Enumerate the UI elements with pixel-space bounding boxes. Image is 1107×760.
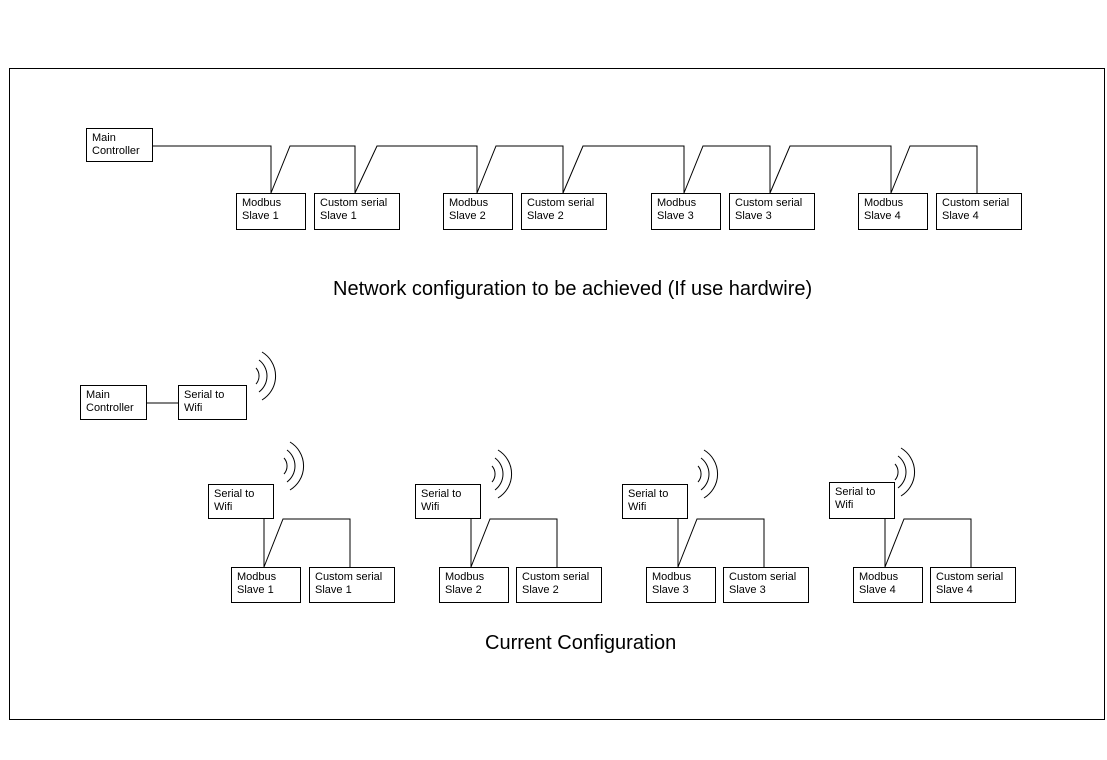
box-label-line: Wifi xyxy=(628,501,647,513)
custom-serial-slave-box: Custom serial Slave 2 xyxy=(516,567,602,603)
daisy-chain-wire xyxy=(890,145,978,194)
box-label-line: Controller xyxy=(86,402,134,414)
group-wire xyxy=(470,518,558,568)
box-label-line: Wifi xyxy=(214,501,233,513)
box-label-line: Slave 1 xyxy=(242,210,279,222)
bus-wire xyxy=(153,145,272,193)
modbus-slave-box: Modbus Slave 2 xyxy=(443,193,513,230)
top-diagram-caption: Network configuration to be achieved (If… xyxy=(333,278,813,300)
box-label-line: Custom serial xyxy=(527,197,595,209)
group-wire xyxy=(677,518,765,568)
daisy-chain-wire xyxy=(769,145,892,194)
box-label-line: Wifi xyxy=(835,499,854,511)
box-label-line: Custom serial xyxy=(315,571,383,583)
box-label-line: Main xyxy=(86,389,110,401)
serial-to-wifi-box: Serial to Wifi xyxy=(415,484,481,519)
box-label-line: Custom serial xyxy=(320,197,388,209)
daisy-chain-wire xyxy=(354,145,478,194)
box-label-line: Slave 4 xyxy=(864,210,901,222)
box-label-line: Modbus xyxy=(864,197,904,209)
box-label-line: Slave 1 xyxy=(237,584,274,596)
box-label-line: Modbus xyxy=(652,571,692,583)
box-label-line: Custom serial xyxy=(522,571,590,583)
box-label-line: Modbus xyxy=(657,197,697,209)
box-label-line: Serial to xyxy=(184,389,225,401)
serial-to-wifi-box: Serial to Wifi xyxy=(829,482,895,519)
wifi-signal-icon xyxy=(894,447,916,497)
modbus-slave-box: Modbus Slave 4 xyxy=(858,193,928,230)
custom-serial-slave-box: Custom serial Slave 4 xyxy=(930,567,1016,603)
bottom-diagram-caption: Current Configuration xyxy=(485,632,677,654)
group-wire xyxy=(263,518,351,568)
serial-to-wifi-box: Serial to Wifi xyxy=(622,484,688,519)
box-label-line: Serial to xyxy=(628,488,669,500)
box-label-line: Controller xyxy=(92,145,140,157)
modbus-slave-box: Modbus Slave 4 xyxy=(853,567,923,603)
box-label-line: Modbus xyxy=(449,197,489,209)
box-label-line: Slave 3 xyxy=(657,210,694,222)
serial-to-wifi-box: Serial to Wifi xyxy=(178,385,247,420)
box-label-line: Slave 3 xyxy=(729,584,766,596)
box-label-line: Slave 2 xyxy=(522,584,559,596)
group-wire xyxy=(884,518,972,568)
box-label-line: Wifi xyxy=(421,501,440,513)
custom-serial-slave-box: Custom serial Slave 1 xyxy=(314,193,400,230)
box-label-line: Modbus xyxy=(859,571,899,583)
box-label-line: Modbus xyxy=(242,197,282,209)
modbus-slave-box: Modbus Slave 1 xyxy=(231,567,301,603)
main-controller-box: Main Controller xyxy=(86,128,153,162)
modbus-slave-box: Modbus Slave 2 xyxy=(439,567,509,603)
modbus-slave-box: Modbus Slave 3 xyxy=(651,193,721,230)
box-label-line: Slave 1 xyxy=(320,210,357,222)
box-label-line: Serial to xyxy=(835,486,876,498)
serial-to-wifi-box: Serial to Wifi xyxy=(208,484,274,519)
box-label-line: Modbus xyxy=(237,571,277,583)
main-controller-box: Main Controller xyxy=(80,385,147,420)
custom-serial-slave-box: Custom serial Slave 3 xyxy=(729,193,815,230)
wifi-signal-icon xyxy=(255,351,277,401)
custom-serial-slave-box: Custom serial Slave 3 xyxy=(723,567,809,603)
daisy-chain-wire xyxy=(683,145,771,194)
box-label-line: Modbus xyxy=(445,571,485,583)
box-label-line: Custom serial xyxy=(729,571,797,583)
box-label-line: Custom serial xyxy=(936,571,1004,583)
box-label-line: Slave 1 xyxy=(315,584,352,596)
box-label-line: Slave 3 xyxy=(735,210,772,222)
daisy-chain-wire xyxy=(476,145,564,194)
wifi-signal-icon xyxy=(491,449,513,499)
modbus-slave-box: Modbus Slave 3 xyxy=(646,567,716,603)
box-label-line: Slave 4 xyxy=(942,210,979,222)
modbus-slave-box: Modbus Slave 1 xyxy=(236,193,306,230)
box-label-line: Custom serial xyxy=(942,197,1010,209)
box-label-line: Slave 2 xyxy=(449,210,486,222)
custom-serial-slave-box: Custom serial Slave 4 xyxy=(936,193,1022,230)
box-label-line: Slave 3 xyxy=(652,584,689,596)
box-label-line: Slave 2 xyxy=(445,584,482,596)
box-label-line: Custom serial xyxy=(735,197,803,209)
box-label-line: Serial to xyxy=(214,488,255,500)
box-label-line: Wifi xyxy=(184,402,203,414)
box-label-line: Slave 4 xyxy=(859,584,896,596)
diagram-frame xyxy=(9,68,1105,720)
custom-serial-slave-box: Custom serial Slave 2 xyxy=(521,193,607,230)
wifi-signal-icon xyxy=(697,449,719,499)
box-label-line: Serial to xyxy=(421,488,462,500)
daisy-chain-wire xyxy=(270,145,356,194)
box-label-line: Slave 4 xyxy=(936,584,973,596)
box-label-line: Slave 2 xyxy=(527,210,564,222)
custom-serial-slave-box: Custom serial Slave 1 xyxy=(309,567,395,603)
daisy-chain-wire xyxy=(562,145,685,194)
box-label-line: Main xyxy=(92,132,116,144)
wifi-signal-icon xyxy=(283,441,305,491)
